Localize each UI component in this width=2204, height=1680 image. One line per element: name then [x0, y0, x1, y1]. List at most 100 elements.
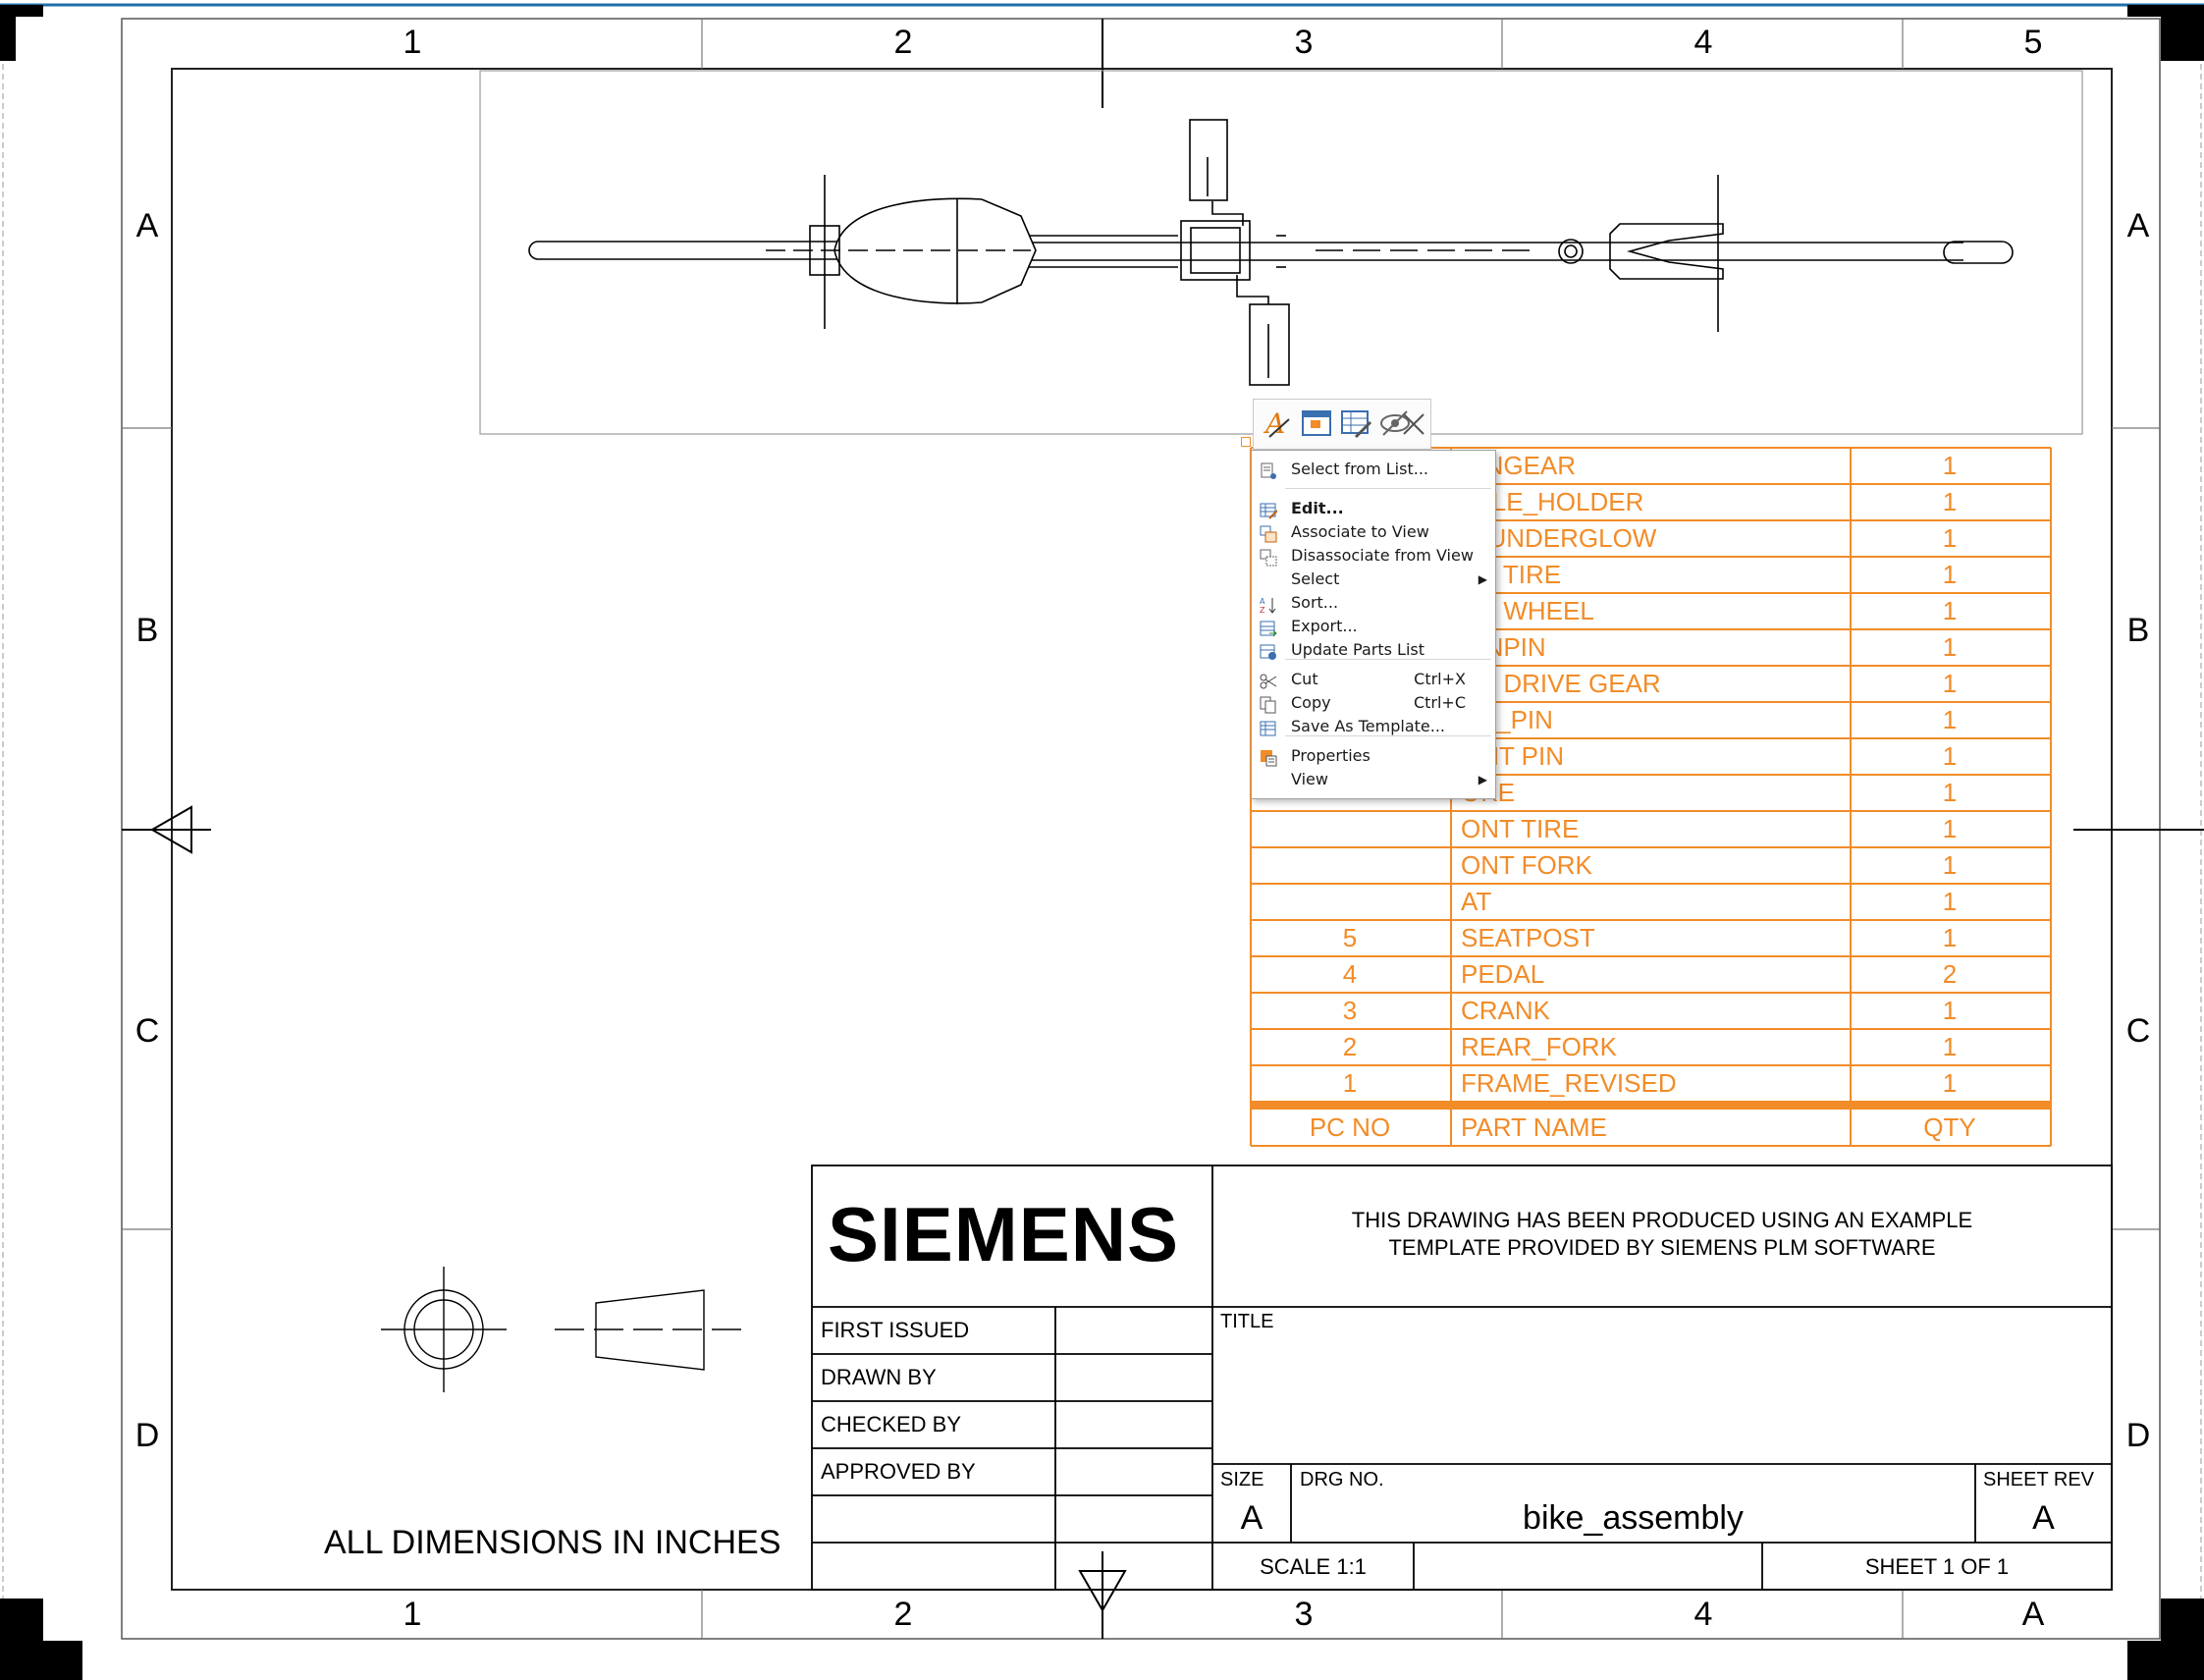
parts-list-part-name: TTLE_HOLDER: [1461, 487, 1644, 516]
parts-list-part-name: AR WHEEL: [1461, 596, 1594, 625]
title-block-grid: [811, 1165, 2113, 1591]
scale-label: SCALE 1:1: [1260, 1554, 1367, 1579]
parts-list-qty: 1: [1942, 705, 1958, 734]
parts-list-qty: 1: [1942, 850, 1958, 880]
size-label: SIZE: [1220, 1469, 1264, 1490]
context-menu-item[interactable]: View ▶: [1252, 765, 1495, 794]
parts-list-qty: 1: [1942, 814, 1958, 843]
corner-marks: [0, 5, 2204, 1680]
zone-row-c-right: C: [2125, 1012, 2151, 1050]
zone-col-5-bottom: A: [2021, 1596, 2045, 1633]
dimensions-note: ALL DIMENSIONS IN INCHES: [324, 1524, 781, 1561]
zone-row-b-right: B: [2126, 612, 2150, 649]
parts-list-qty: 1: [1942, 887, 1958, 916]
parts-list-part-name: AR_PIN: [1461, 705, 1553, 734]
parts-list-part-name: AR TIRE: [1461, 560, 1562, 589]
context-menu-item-label: Sort...: [1291, 593, 1339, 612]
submenu-arrow-icon: ▶: [1478, 773, 1487, 786]
zone-col-4: 4: [1693, 24, 1713, 61]
parts-list-pc-no: 2: [1342, 1032, 1358, 1061]
context-menu-item[interactable]: Properties: [1252, 741, 1495, 771]
checked-by-label: CHECKED BY: [821, 1412, 962, 1436]
parts-list-header-qty: QTY: [1923, 1112, 1976, 1142]
context-menu-item-label: Properties: [1291, 746, 1371, 765]
parts-list-qty: 1: [1942, 741, 1958, 771]
context-menu-item-label: Update Parts List: [1291, 640, 1425, 659]
parts-list-qty: 1: [1942, 523, 1958, 553]
context-menu-item-shortcut: Ctrl+C: [1413, 693, 1466, 712]
edit-table-icon[interactable]: [1338, 406, 1373, 441]
title-label: TITLE: [1220, 1311, 1274, 1332]
parts-list-header-part-name: PART NAME: [1461, 1112, 1607, 1142]
zone-col-3-bottom: 3: [1294, 1596, 1314, 1633]
table-icon[interactable]: [1299, 406, 1334, 441]
parts-list-part-name: ONT TIRE: [1461, 814, 1580, 843]
parts-list-part-name: AT: [1461, 887, 1492, 916]
svg-text:Z: Z: [1260, 606, 1265, 614]
parts-list-qty: 1: [1942, 596, 1958, 625]
parts-list-part-name: AINGEAR: [1461, 451, 1577, 480]
submenu-arrow-icon: ▶: [1478, 572, 1487, 586]
zone-row-a-right: A: [2126, 207, 2150, 244]
associate-icon: [1260, 523, 1277, 543]
parts-list-pc-no: 3: [1342, 996, 1358, 1025]
approved-by-label: APPROVED BY: [821, 1459, 976, 1484]
context-menu-item-label: Cut: [1291, 670, 1318, 688]
context-menu-item-label: Copy: [1291, 693, 1331, 712]
sheet-rev-value: A: [2032, 1499, 2055, 1537]
context-menu-item[interactable]: Select ▶: [1252, 565, 1495, 594]
selection-handle[interactable]: [1241, 437, 1251, 447]
parts-list-qty: 1: [1942, 923, 1958, 952]
context-menu-item-label: Disassociate from View: [1291, 546, 1474, 565]
context-menu-item[interactable]: Disassociate from View: [1252, 541, 1495, 570]
parts-list-pc-no: 1: [1342, 1068, 1358, 1098]
context-menu-item-label: View: [1291, 770, 1328, 788]
close-icon[interactable]: [1399, 406, 1428, 441]
siemens-logo: SIEMENS: [828, 1191, 1180, 1277]
parts-list-qty: 2: [1942, 959, 1958, 989]
parts-list-part-name: ONT FORK: [1461, 850, 1592, 880]
zone-row-d: D: [134, 1417, 160, 1454]
parts-list-qty: 1: [1942, 487, 1958, 516]
zone-col-1: 1: [403, 24, 422, 61]
context-menu-item[interactable]: Export...: [1252, 612, 1495, 641]
context-menu-item-label: Edit...: [1291, 499, 1344, 517]
zone-col-2: 2: [893, 24, 913, 61]
parts-list-qty: 1: [1942, 669, 1958, 698]
sheet-count: SHEET 1 OF 1: [1864, 1554, 2010, 1579]
first-issued-label: FIRST ISSUED: [821, 1318, 970, 1342]
context-menu-item[interactable]: Save As Template...: [1252, 712, 1495, 741]
parts-list-qty: 1: [1942, 632, 1958, 662]
hide-icon[interactable]: [1377, 406, 1413, 441]
svg-text:A: A: [1260, 597, 1265, 606]
parts-list-part-name: AINPIN: [1461, 632, 1546, 662]
context-menu-item-label: Select: [1291, 569, 1340, 588]
projection-symbol: [381, 1267, 744, 1392]
menu-separator: [1285, 735, 1491, 736]
zone-row-c: C: [134, 1012, 160, 1050]
zone-col-3: 3: [1294, 24, 1314, 61]
parts-list-qty: 1: [1942, 451, 1958, 480]
menu-separator: [1285, 488, 1491, 489]
parts-list-part-name: PEDAL: [1461, 959, 1545, 989]
notice-line-2: TEMPLATE PROVIDED BY SIEMENS PLM SOFTWAR…: [1388, 1235, 1936, 1260]
text-style-icon[interactable]: A: [1260, 406, 1295, 441]
context-menu-item[interactable]: Select from List...: [1252, 455, 1495, 484]
parts-list-pc-no: 5: [1342, 923, 1358, 952]
zone-col-1-bottom: 1: [403, 1596, 422, 1633]
parts-list-part-name: ONT PIN: [1461, 741, 1564, 771]
notice-line-1: THIS DRAWING HAS BEEN PRODUCED USING AN …: [1351, 1208, 1973, 1232]
context-menu-item[interactable]: Update Parts List: [1252, 635, 1495, 665]
context-menu-item[interactable]: Copy Ctrl+C: [1252, 688, 1495, 718]
parts-list-part-name: FRAME_REVISED: [1461, 1068, 1677, 1098]
bike-top-view: [528, 119, 2014, 386]
parts-list-qty: 1: [1942, 1032, 1958, 1061]
export-icon: [1260, 618, 1277, 637]
drawn-by-label: DRAWN BY: [821, 1365, 937, 1389]
context-menu: Select from List... Edit...Associate to V…: [1251, 450, 1496, 799]
context-menu-item[interactable]: Associate to View: [1252, 517, 1495, 547]
context-menu-item[interactable]: Edit...: [1252, 494, 1495, 523]
